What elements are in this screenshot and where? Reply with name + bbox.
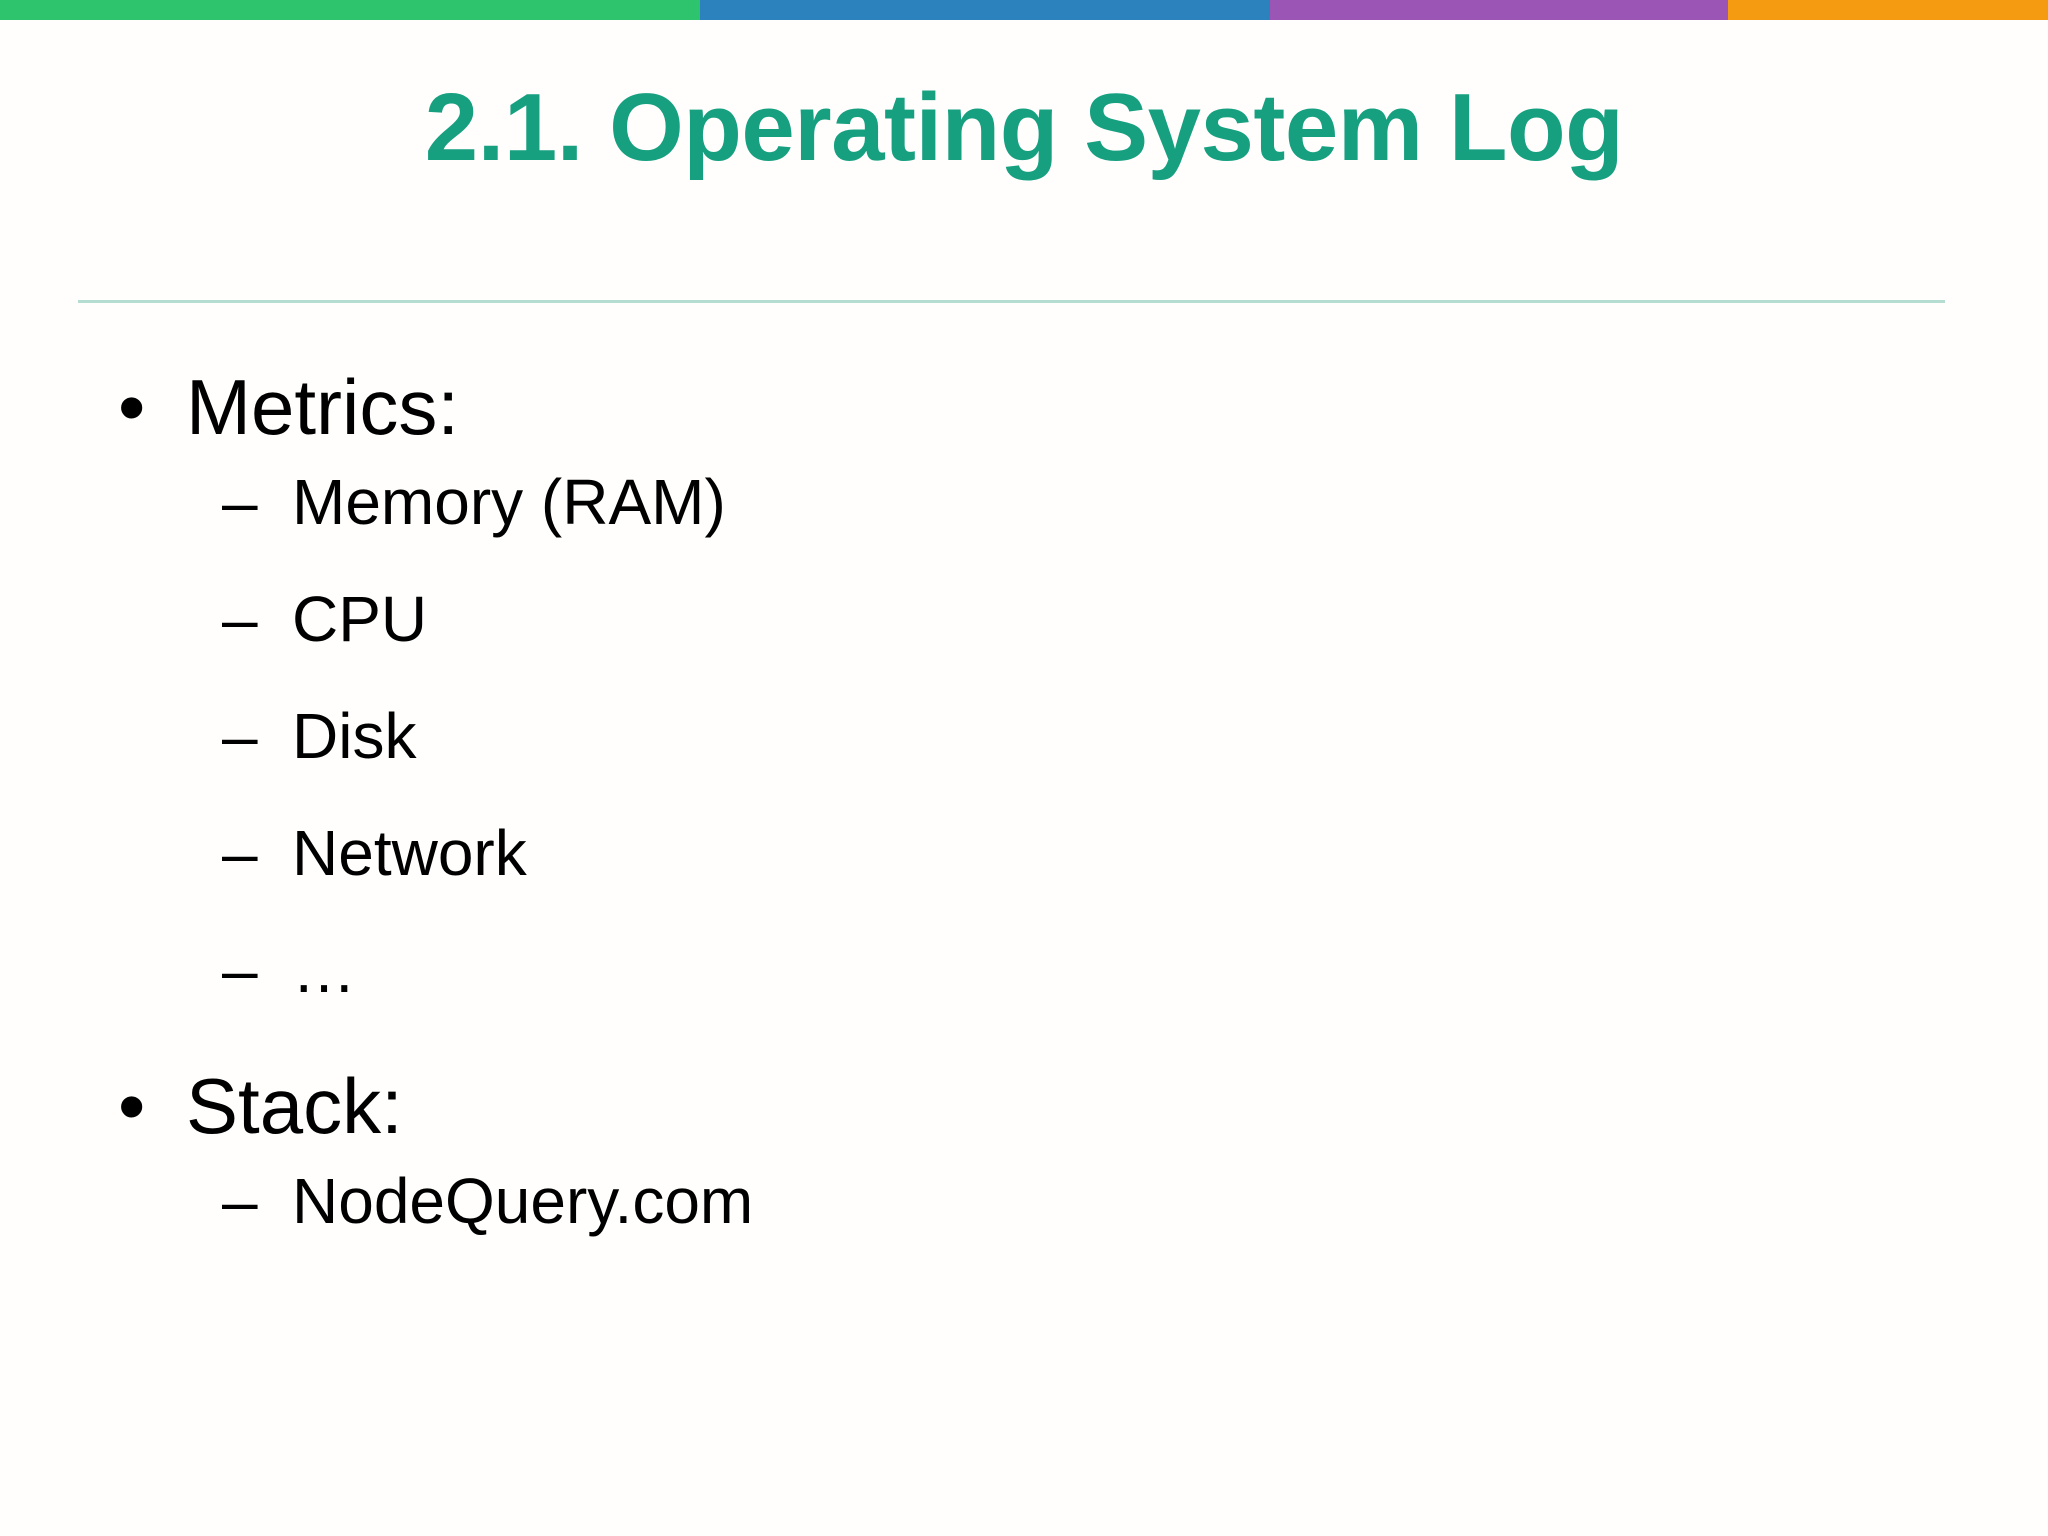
- top-bar-segment-green: [0, 0, 700, 20]
- dash-marker-icon: –: [222, 466, 258, 538]
- top-bar-segment-purple: [1270, 0, 1728, 20]
- list-item: – NodeQuery.com: [0, 1169, 2048, 1233]
- list-item: – CPU: [0, 587, 2048, 651]
- list-item: – Memory (RAM): [0, 470, 2048, 534]
- bullet-marker-icon: •: [118, 363, 146, 451]
- list-item: – Network: [0, 821, 2048, 885]
- list-item-label: Stack:: [186, 1062, 403, 1150]
- list-item-label: Network: [292, 817, 527, 889]
- dash-marker-icon: –: [222, 817, 258, 889]
- list-item: • Metrics:: [0, 368, 2048, 446]
- dash-marker-icon: –: [222, 700, 258, 772]
- slide-title: 2.1. Operating System Log: [424, 74, 1624, 181]
- top-bar-segment-blue: [700, 0, 1270, 20]
- list-item-label: …: [292, 934, 356, 1006]
- dash-marker-icon: –: [222, 1165, 258, 1237]
- list-item-label: CPU: [292, 583, 428, 655]
- dash-marker-icon: –: [222, 583, 258, 655]
- list-item-label: Memory (RAM): [292, 466, 726, 538]
- list-item: – …: [0, 938, 2048, 1002]
- list-item-label: NodeQuery.com: [292, 1165, 754, 1237]
- dash-marker-icon: –: [222, 934, 258, 1006]
- bullet-marker-icon: •: [118, 1062, 146, 1150]
- list-item: – Disk: [0, 704, 2048, 768]
- list-item-label: Metrics:: [186, 363, 459, 451]
- bullet-list: • Metrics: – Memory (RAM) – CPU – Disk –…: [0, 368, 2048, 1286]
- list-item-label: Disk: [292, 700, 417, 772]
- top-bar-segment-orange: [1728, 0, 2048, 20]
- top-color-bar: [0, 0, 2048, 20]
- list-item: • Stack:: [0, 1067, 2048, 1145]
- title-divider: [78, 300, 1945, 303]
